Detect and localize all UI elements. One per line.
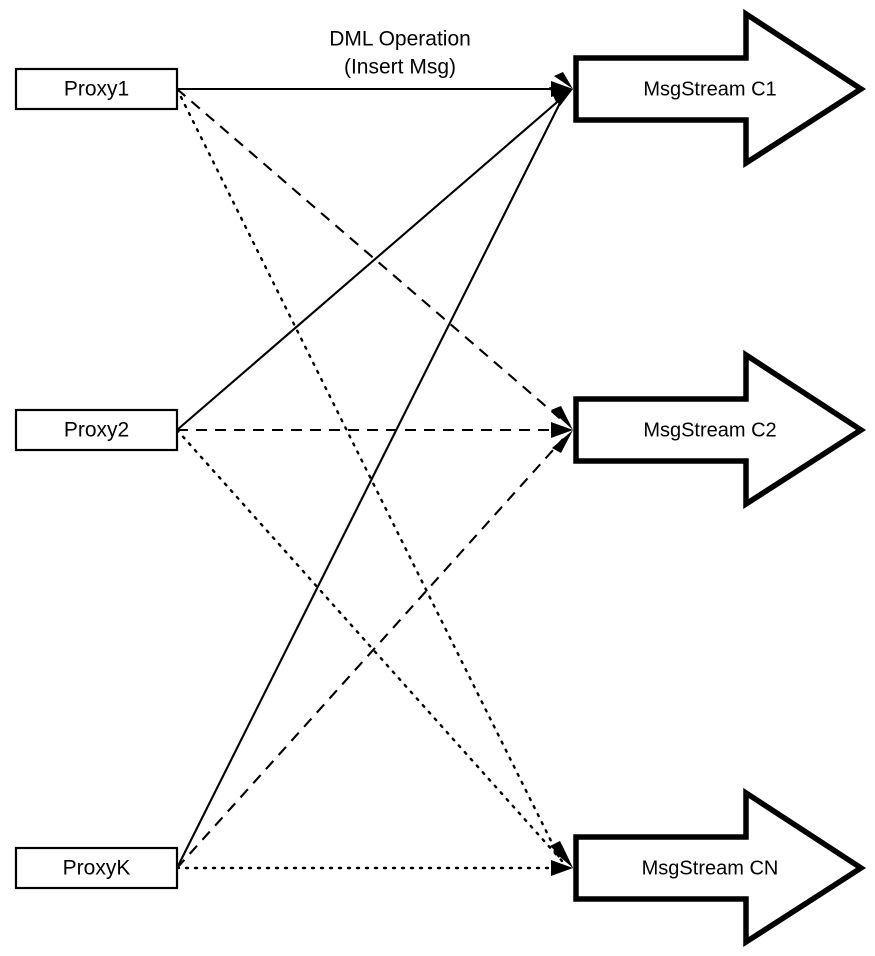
msgstream-arrow-shape[interactable] — [573, 349, 867, 510]
arrowhead-group-msgstream-cn — [550, 841, 573, 876]
proxy-box[interactable] — [14, 846, 179, 890]
arrowhead-icon — [551, 860, 573, 876]
arrowhead-icon — [553, 845, 573, 868]
msgstream-node-c1[interactable]: MsgStream C1 — [573, 8, 867, 169]
edge-proxy2-to-msgstream-cn — [175, 428, 564, 863]
edge-proxy1-to-msgstream-cn — [175, 87, 563, 863]
edge-proxyk-to-msgstream-c1 — [176, 98, 563, 869]
msgstream-label: MsgStream C1 — [643, 78, 776, 100]
msgstream-arrow-shape[interactable] — [573, 8, 867, 169]
proxy-node-proxy2[interactable]: Proxy2 — [14, 408, 179, 452]
arrowhead-icon — [554, 72, 573, 89]
proxy-label: Proxy2 — [64, 419, 129, 442]
edge-proxy2-to-msgstream-c1 — [176, 96, 564, 431]
msgstream-label: MsgStream CN — [642, 857, 779, 879]
msgstream-arrow-shape[interactable] — [573, 787, 867, 948]
proxy-node-proxyk[interactable]: ProxyK — [14, 846, 179, 890]
proxy-label: Proxy1 — [64, 78, 129, 101]
edge-proxyk-to-msgstream-c2 — [176, 438, 564, 869]
msgstream-node-cn[interactable]: MsgStream CN — [573, 787, 867, 948]
edge-line — [176, 98, 563, 869]
msgstream-nodes: MsgStream C1 MsgStream C2 MsgStream CN — [573, 8, 867, 948]
edge-line — [175, 87, 563, 863]
arrowhead-icon — [551, 422, 573, 438]
annotation-line-1: DML Operation — [329, 28, 471, 51]
arrowhead-group-msgstream-c1 — [549, 72, 573, 106]
proxy-box[interactable] — [14, 67, 179, 111]
edge-layer — [175, 87, 568, 870]
proxy-nodes: Proxy1 Proxy2 ProxyK — [14, 67, 179, 890]
annotation-dml-operation: DML Operation (Insert Msg) — [329, 28, 471, 79]
proxy-node-proxy1[interactable]: Proxy1 — [14, 67, 179, 111]
msgstream-label: MsgStream C2 — [643, 419, 776, 441]
edge-line — [176, 88, 564, 422]
arrowhead-layer — [549, 72, 573, 876]
arrowhead-icon — [552, 430, 573, 453]
msgstream-node-c2[interactable]: MsgStream C2 — [573, 349, 867, 510]
edge-line — [175, 428, 564, 863]
arrowhead-icon — [551, 89, 573, 106]
arrowhead-group-msgstream-c2 — [551, 406, 573, 453]
proxy-label: ProxyK — [63, 857, 131, 880]
arrowhead-icon — [551, 406, 573, 430]
annotation-line-2: (Insert Msg) — [344, 56, 456, 79]
proxy-box[interactable] — [14, 408, 179, 452]
edge-proxy1-to-msgstream-c2 — [176, 88, 564, 422]
edge-line — [176, 438, 564, 869]
edge-line — [176, 96, 564, 431]
